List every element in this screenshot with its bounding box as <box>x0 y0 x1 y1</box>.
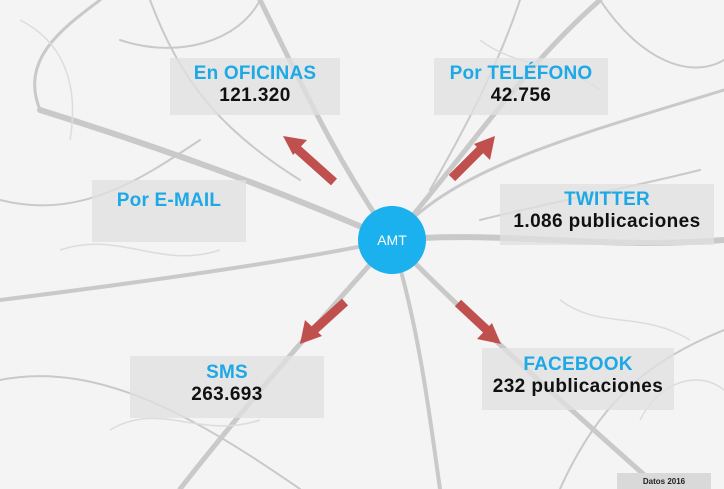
arrow-facebook-head <box>477 323 501 344</box>
arrow-facebook <box>454 299 492 335</box>
sms-box: SMS 263.693 <box>130 356 324 418</box>
telefono-label: Por TELÉFONO <box>449 63 593 84</box>
sms-value: 263.693 <box>191 384 263 405</box>
oficinas-label: En OFICINAS <box>193 63 317 84</box>
facebook-label: FACEBOOK <box>523 354 633 375</box>
arrow-sms-head <box>300 320 322 344</box>
telefono-value: 42.756 <box>490 85 552 106</box>
arrow-oficinas <box>292 144 338 186</box>
email-box: Por E-MAIL <box>92 180 246 242</box>
data-year-note: Datos 2016 <box>617 473 711 489</box>
arrows <box>283 136 501 344</box>
twitter-label: TWITTER <box>564 189 650 210</box>
arrow-telefono-head <box>474 136 495 160</box>
arrow-oficinas-head <box>283 136 307 155</box>
twitter-box: TWITTER 1.086 publicaciones <box>500 184 714 245</box>
arrow-telefono <box>448 144 486 182</box>
email-label: Por E-MAIL <box>116 190 222 211</box>
facebook-box: FACEBOOK 232 publicaciones <box>482 348 674 410</box>
twitter-value: 1.086 publicaciones <box>513 211 701 232</box>
amt-hub: AMT <box>358 206 426 274</box>
sms-label: SMS <box>206 362 248 383</box>
oficinas-box: En OFICINAS 121.320 <box>170 58 340 115</box>
oficinas-value: 121.320 <box>219 85 291 106</box>
arrow-sms <box>308 298 349 336</box>
telefono-box: Por TELÉFONO 42.756 <box>434 58 608 115</box>
facebook-value: 232 publicaciones <box>492 376 664 397</box>
